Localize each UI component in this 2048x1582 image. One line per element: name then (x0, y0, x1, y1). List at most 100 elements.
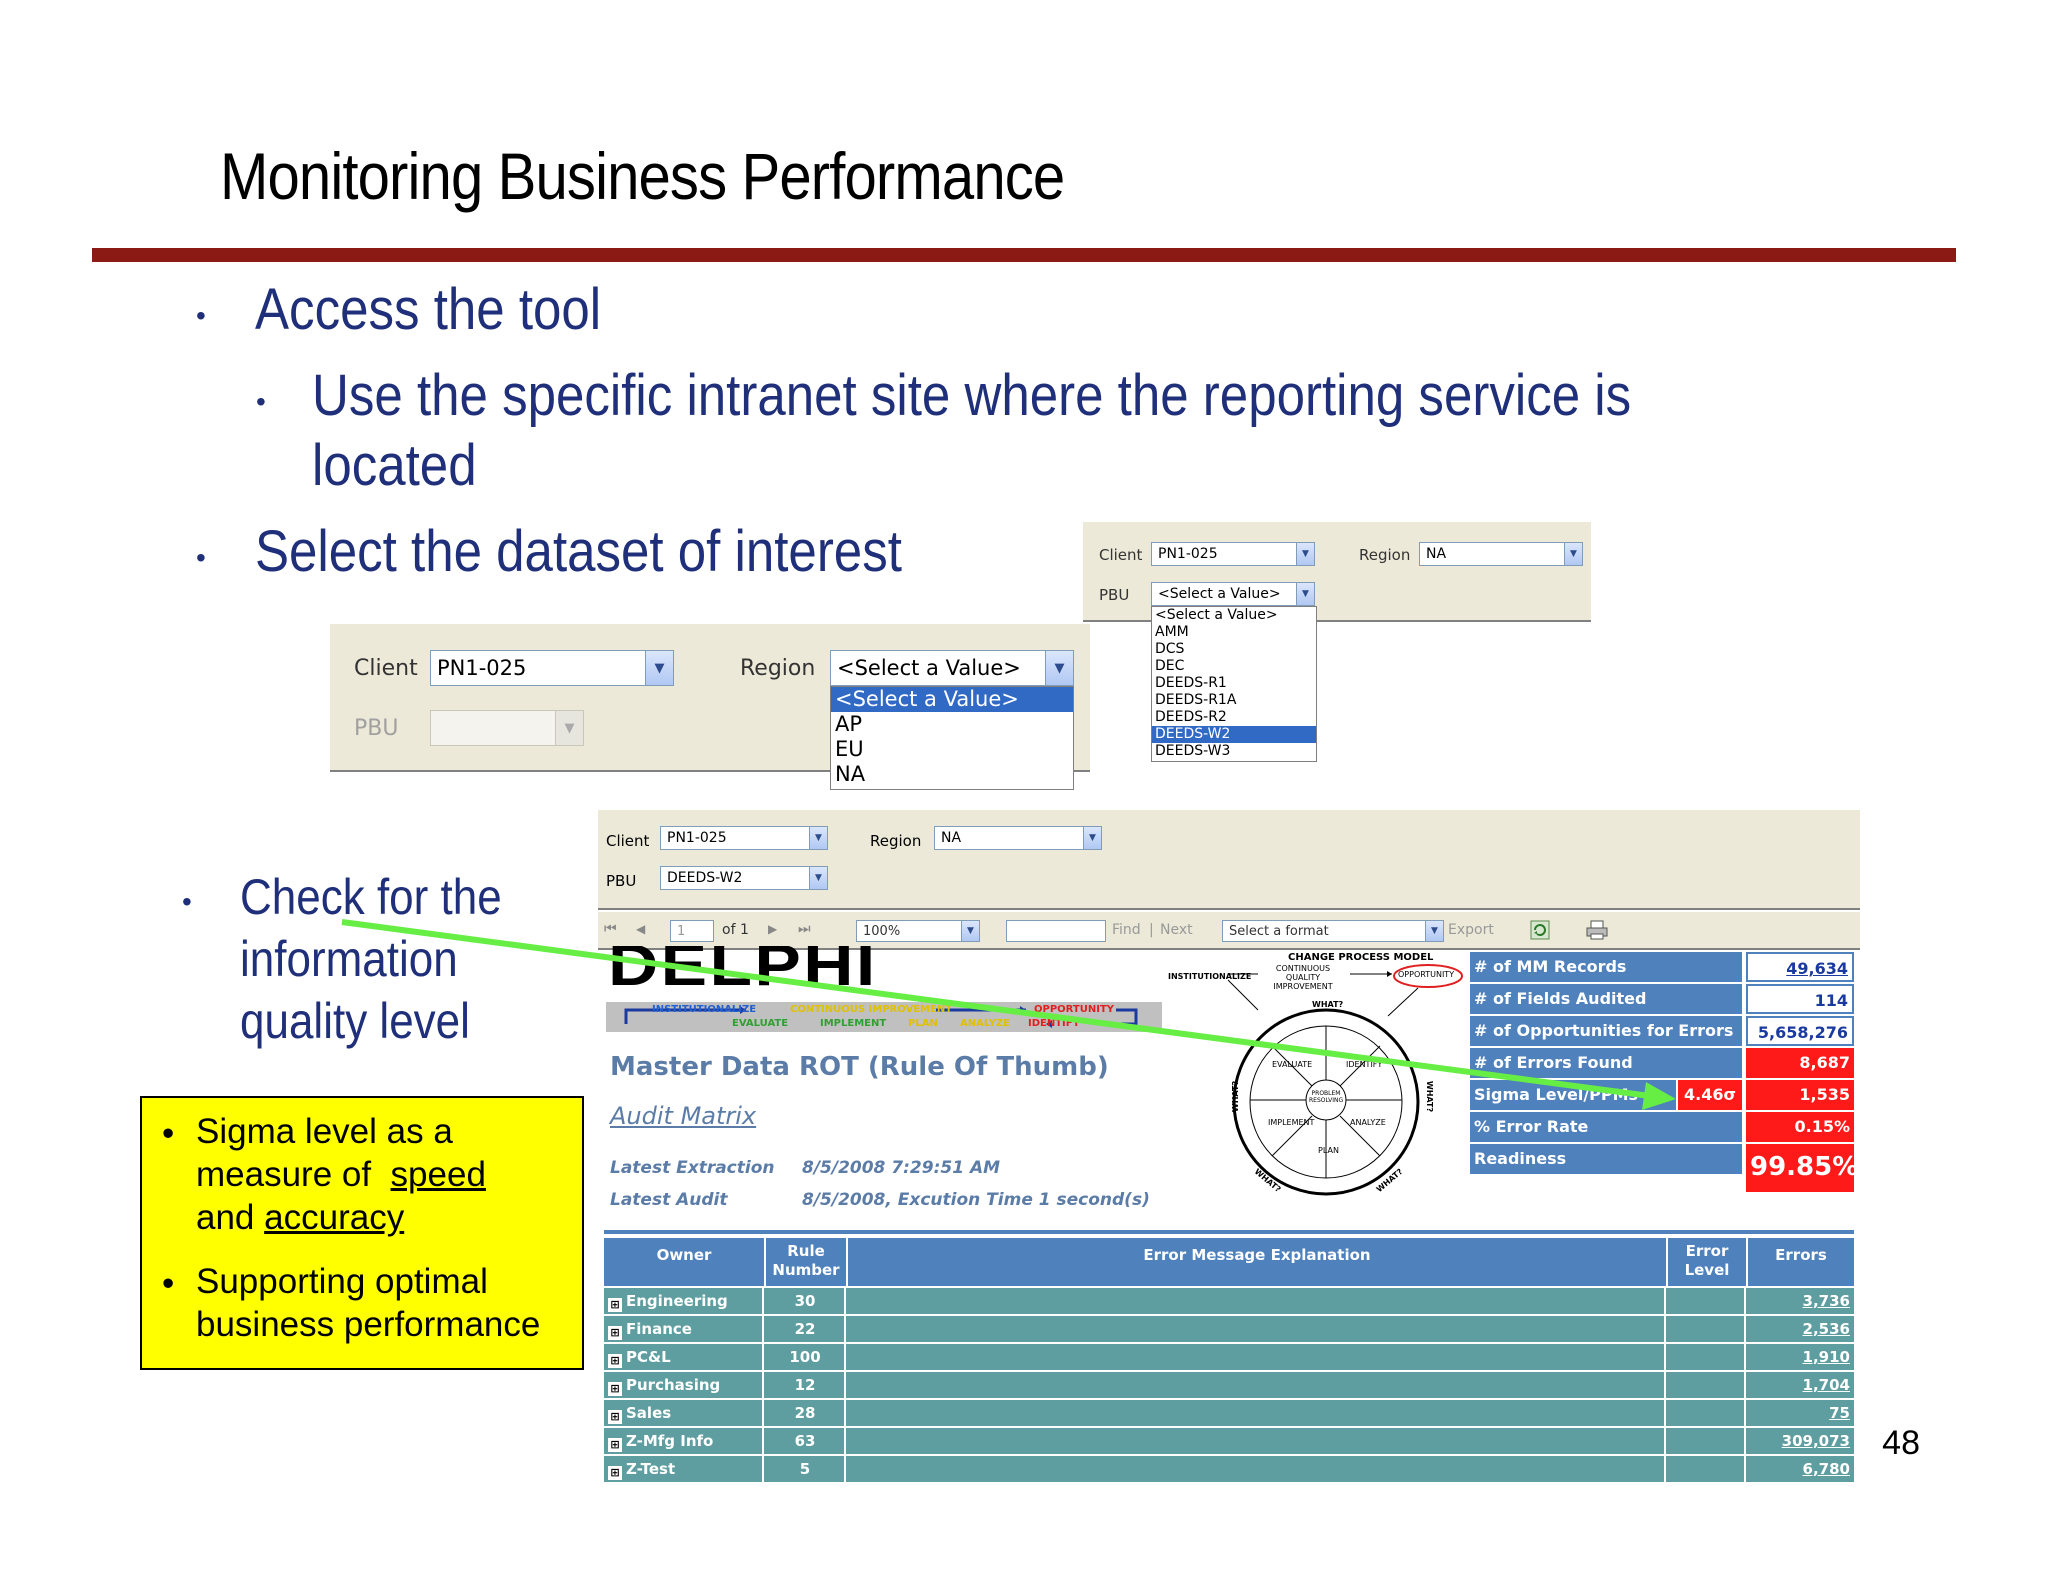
pbu-label: PBU (354, 716, 399, 741)
errors-cell[interactable]: 1,910 (1802, 1348, 1850, 1366)
pbu-option-selected[interactable]: DEEDS-W2 (1152, 726, 1316, 743)
owner-cell[interactable]: ⊞Engineering (604, 1288, 764, 1314)
errors-cell[interactable]: 6,780 (1802, 1460, 1850, 1478)
region-option[interactable]: NA (835, 762, 866, 786)
region-select[interactable]: <Select a Value> ▼ (830, 650, 1074, 686)
strip-institutionalize: INSTITUTIONALIZE (652, 1004, 757, 1015)
chevron-down-icon[interactable]: ▼ (809, 867, 827, 889)
bullet-dot: • (196, 542, 206, 573)
callout-accuracy: accuracy (264, 1198, 405, 1237)
chevron-down-icon[interactable]: ▼ (1425, 921, 1443, 941)
pbu-option[interactable]: DEEDS-R1A (1155, 692, 1237, 708)
pbu-select[interactable]: DEEDS-W2 ▼ (660, 866, 828, 890)
prev-page-icon[interactable]: ◀ (636, 922, 646, 936)
region-option[interactable]: <Select a Value> (831, 687, 1073, 712)
metric-opportunities: 5,658,276 (1746, 1016, 1854, 1046)
region-select[interactable]: NA ▼ (934, 826, 1102, 850)
pbu-option[interactable]: DEEDS-R2 (1155, 709, 1227, 725)
first-page-icon[interactable]: ⏮ (604, 921, 617, 937)
print-icon[interactable] (1586, 920, 1608, 940)
owner-cell[interactable]: ⊞Finance (604, 1316, 764, 1342)
expand-icon[interactable]: ⊞ (608, 1382, 622, 1396)
refresh-icon[interactable] (1530, 920, 1550, 940)
report-separator (604, 1230, 1854, 1234)
client-select[interactable]: PN1-025 ▼ (1151, 542, 1315, 566)
metric-error-rate: 0.15% (1746, 1112, 1854, 1142)
audit-matrix-link[interactable]: Audit Matrix (610, 1102, 757, 1130)
pbu-option[interactable]: DEEDS-W3 (1155, 743, 1231, 759)
owner-cell[interactable]: ⊞PC&L (604, 1344, 764, 1370)
chevron-down-icon[interactable]: ▼ (1564, 543, 1582, 565)
chevron-down-icon[interactable]: ▼ (1045, 651, 1073, 685)
page-number-input[interactable]: 1 (670, 920, 714, 942)
find-input[interactable] (1006, 920, 1106, 942)
region-select[interactable]: NA ▼ (1419, 542, 1583, 566)
rule-number-cell: 5 (766, 1456, 846, 1482)
pbu-select-disabled: ▼ (430, 710, 584, 746)
expand-icon[interactable]: ⊞ (608, 1298, 622, 1312)
export-format-select[interactable]: Select a format ▼ (1222, 920, 1444, 942)
chevron-down-icon[interactable]: ▼ (961, 921, 979, 941)
chevron-down-icon[interactable]: ▼ (645, 651, 673, 685)
zoom-select[interactable]: 100% ▼ (856, 920, 980, 942)
chevron-down-icon[interactable]: ▼ (1296, 583, 1314, 605)
error-level-cell (1668, 1316, 1746, 1342)
rule-number-cell: 30 (766, 1288, 846, 1314)
explanation-cell (848, 1344, 1666, 1370)
strip-continuous: CONTINUOUS IMPROVEMENT (790, 1004, 953, 1015)
pbu-option[interactable]: DEEDS-R1 (1155, 675, 1227, 691)
find-button[interactable]: Find (1112, 922, 1141, 938)
explanation-cell (848, 1400, 1666, 1426)
pbu-select[interactable]: <Select a Value> ▼ (1151, 582, 1315, 606)
errors-cell[interactable]: 75 (1829, 1404, 1850, 1422)
expand-icon[interactable]: ⊞ (608, 1438, 622, 1452)
metric-mm-records[interactable]: 49,634 (1746, 952, 1854, 982)
strip-plan: PLAN (908, 1018, 938, 1029)
region-options-list[interactable]: <Select a Value> AP EU NA (830, 686, 1074, 790)
expand-icon[interactable]: ⊞ (608, 1466, 622, 1480)
expand-icon[interactable]: ⊞ (608, 1410, 622, 1424)
latest-extraction-value: 8/5/2008 7:29:51 AM (802, 1158, 1001, 1178)
expand-icon[interactable]: ⊞ (608, 1326, 622, 1340)
callout-item2-line2: business performance (196, 1305, 541, 1344)
region-option[interactable]: EU (835, 737, 864, 761)
report-screenshot: Client PN1-025 ▼ Region NA ▼ PBU DEEDS-W… (598, 810, 1860, 1486)
cpm-implement: IMPLEMENT (1268, 1118, 1315, 1127)
owner-cell[interactable]: ⊞Purchasing (604, 1372, 764, 1398)
bullet-dot: • (256, 386, 266, 417)
bullet-intranet-line1: Use the specific intranet site where the… (312, 363, 1632, 428)
pbu-option[interactable]: AMM (1155, 624, 1189, 640)
errors-cell[interactable]: 2,536 (1802, 1320, 1850, 1338)
owner-cell[interactable]: ⊞Sales (604, 1400, 764, 1426)
latest-audit-label: Latest Audit (610, 1190, 728, 1210)
export-button[interactable]: Export (1448, 922, 1494, 938)
cpm-title: CHANGE PROCESS MODEL (1288, 952, 1434, 963)
process-strip: INSTITUTIONALIZE CONTINUOUS IMPROVEMENT … (606, 1002, 1162, 1032)
chevron-down-icon[interactable]: ▼ (1296, 543, 1314, 565)
pbu-options-list[interactable]: <Select a Value> AMM DCS DEC DEEDS-R1 DE… (1151, 606, 1317, 762)
errors-cell[interactable]: 309,073 (1781, 1432, 1850, 1450)
errors-cell[interactable]: 1,704 (1802, 1376, 1850, 1394)
owner-cell[interactable]: ⊞Z-Test (604, 1456, 764, 1482)
pbu-option[interactable]: DCS (1155, 641, 1185, 657)
chevron-down-icon[interactable]: ▼ (809, 827, 827, 849)
pbu-option[interactable]: DEC (1155, 658, 1185, 674)
pbu-option[interactable]: <Select a Value> (1155, 607, 1278, 623)
next-page-icon[interactable]: ▶ (768, 922, 778, 936)
region-option[interactable]: AP (835, 712, 863, 736)
last-page-icon[interactable]: ⏭ (798, 921, 811, 937)
owner-cell[interactable]: ⊞Z-Mfg Info (604, 1428, 764, 1454)
client-select[interactable]: PN1-025 ▼ (430, 650, 674, 686)
client-select[interactable]: PN1-025 ▼ (660, 826, 828, 850)
chevron-down-icon[interactable]: ▼ (1083, 827, 1101, 849)
errors-cell[interactable]: 3,736 (1802, 1292, 1850, 1310)
expand-icon[interactable]: ⊞ (608, 1354, 622, 1368)
find-next-button[interactable]: Next (1160, 922, 1193, 938)
